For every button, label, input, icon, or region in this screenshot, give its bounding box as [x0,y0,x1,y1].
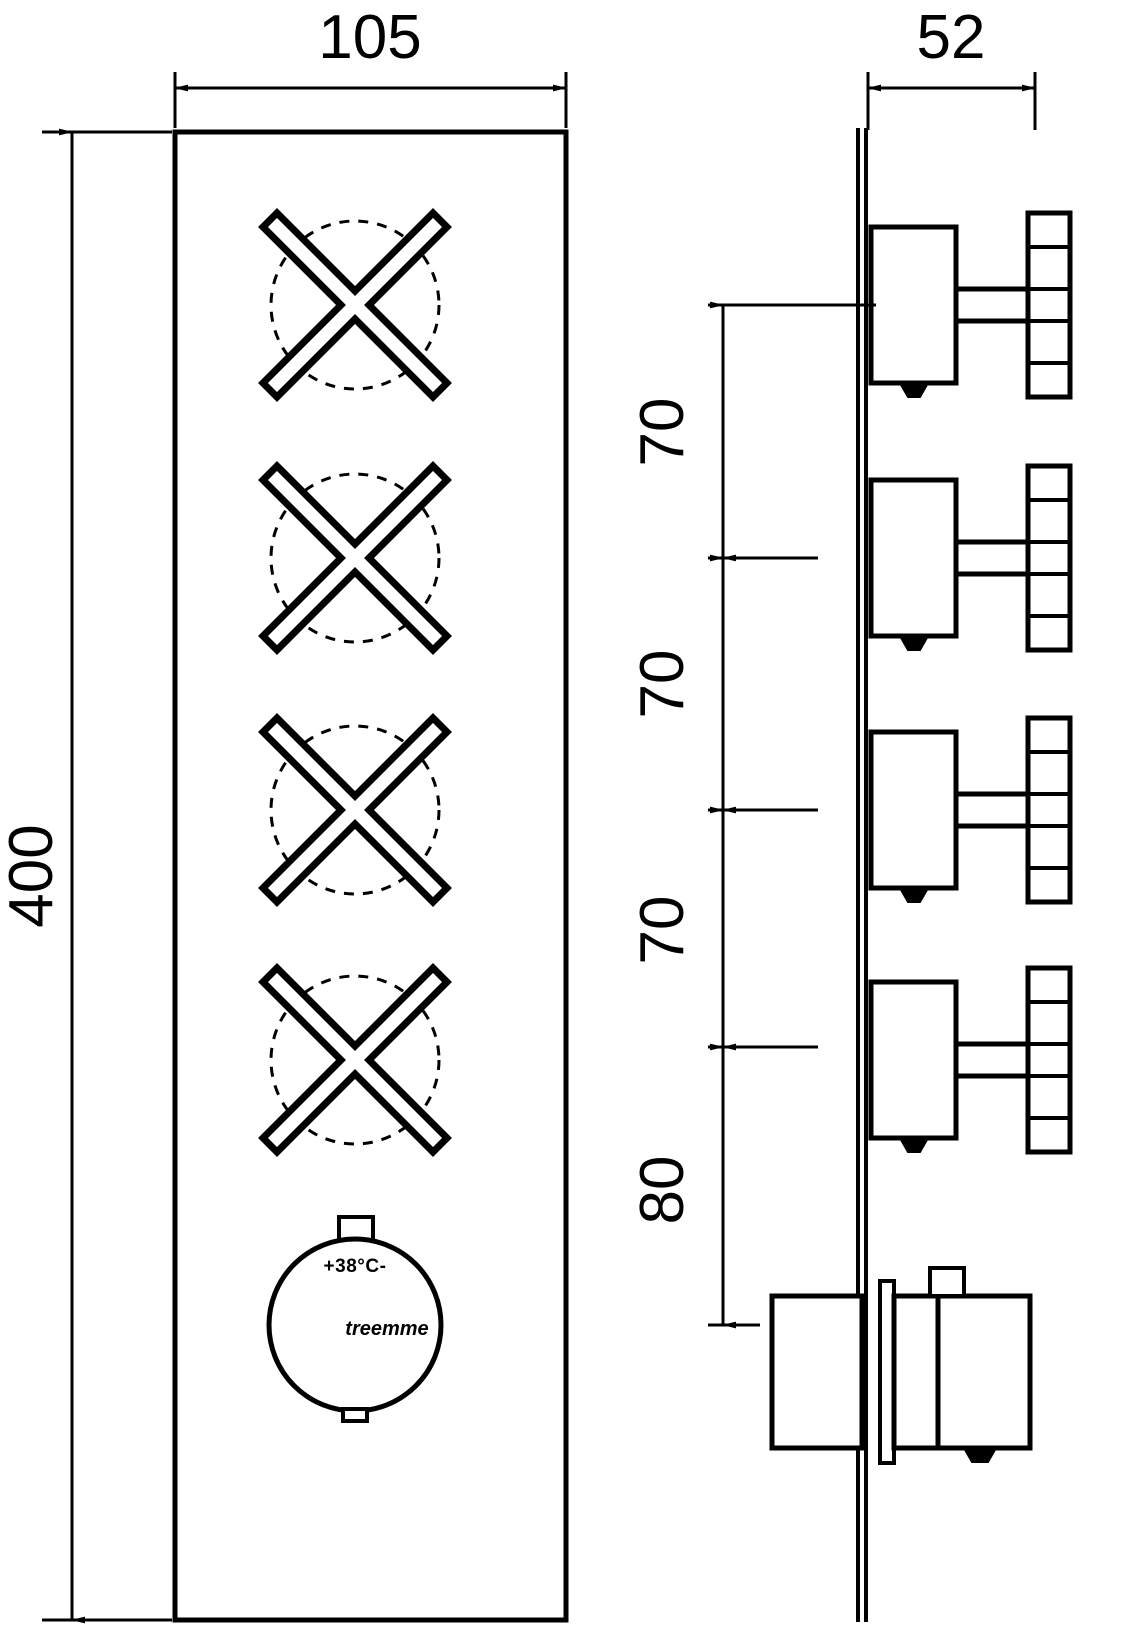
dimension-depth-label: 52 [917,3,986,72]
dimension-height-label: 400 [0,824,66,927]
dimension-depth-52: 52 [866,3,1037,130]
front-view: 105 400 +38°C- treemme [0,3,569,1624]
side-valve-3 [871,718,1070,902]
dimension-gap4-label: 80 [628,1156,697,1225]
dimension-gap2-label: 70 [628,650,697,719]
thermostat-brand-label: treemme [345,1318,428,1340]
dimension-gap1-label: 70 [628,398,697,467]
dimension-gap3-label: 70 [628,896,697,965]
side-thermostat-body [769,1266,1033,1465]
side-view: 52 [628,3,1070,1622]
thermostat-temperature-label: +38°C- [324,1256,387,1277]
dimension-chain: 70 70 70 80 [628,301,876,1329]
side-valve-1 [871,213,1070,397]
dimension-width-105: 105 [173,3,568,128]
side-valve-4 [871,968,1070,1152]
thermostat-knob[interactable]: +38°C- treemme [266,1215,444,1423]
dimension-width-label: 105 [318,3,421,72]
side-valve-2 [871,466,1070,650]
dimension-height-400: 400 [0,128,172,1624]
